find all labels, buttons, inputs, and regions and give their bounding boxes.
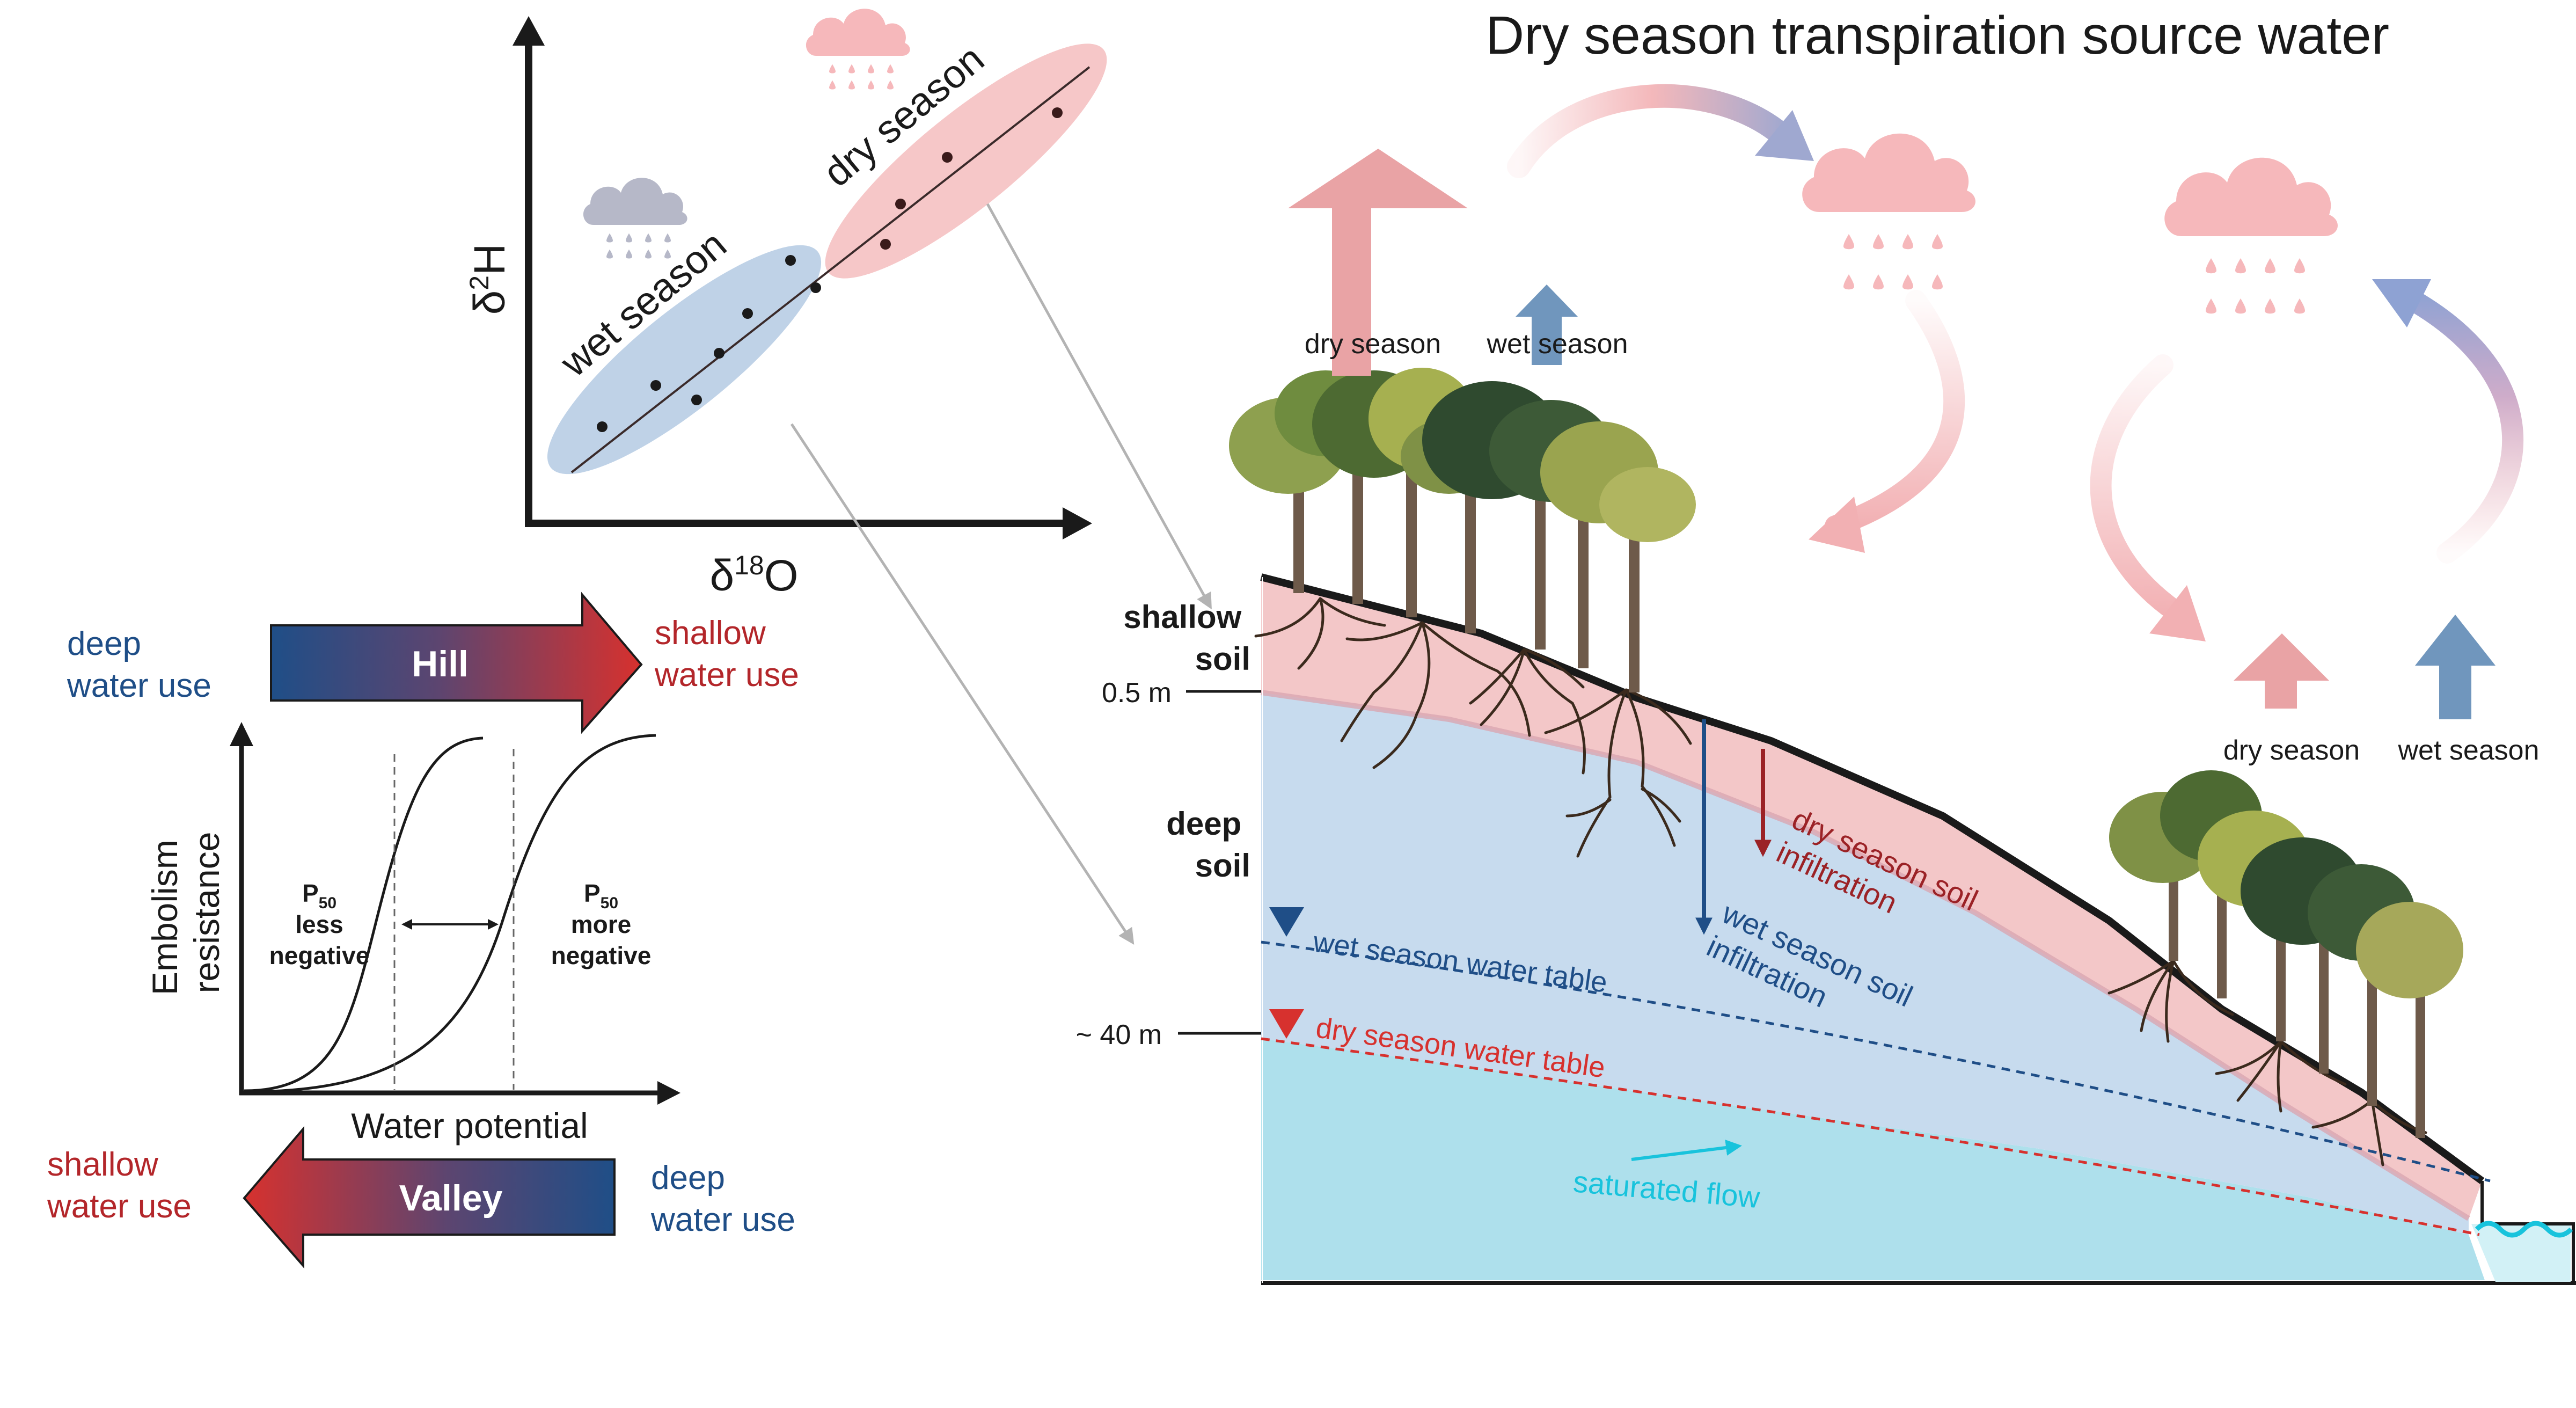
data-point (880, 239, 891, 250)
deep-soil-label: deep soil (1166, 806, 1250, 884)
ground-surface (1260, 573, 2485, 1184)
data-point (1052, 107, 1063, 118)
root-system-hill (1254, 597, 1692, 858)
p50-more-negative-curve (244, 734, 656, 1093)
data-point (650, 380, 661, 391)
wet-water-table-marker-icon (1269, 907, 1304, 937)
dry-season-up-label: dry season (1305, 329, 1441, 360)
hillslope-section: 0.5 m ~ 40 m shallow soil deep soil dry … (1076, 368, 2576, 1285)
valley-right-text: deep water use (650, 1159, 795, 1238)
data-point (742, 308, 753, 319)
figure-title: Dry season transpiration source water (1485, 5, 2389, 65)
data-point (714, 348, 724, 359)
p50-less-negative-curve (244, 736, 484, 1092)
circulation-arrow-top (1507, 84, 1799, 178)
valley-left-text: shallow water use (47, 1146, 192, 1225)
wet-season-water-table-line (1261, 940, 2491, 1183)
circulation-arrow-valley-left (2090, 354, 2195, 628)
stream-water (2471, 1224, 2571, 1282)
svg-text:less: less (295, 910, 343, 938)
data-point (691, 395, 702, 405)
data-point (597, 421, 608, 432)
saturated-flow-arrow (1631, 1140, 1742, 1161)
wet-season-ellipse (547, 245, 822, 475)
data-point (785, 255, 796, 266)
soil-boundary (1261, 690, 2470, 1221)
shallow-soil-label: shallow soil (1123, 599, 1250, 677)
hill-strategy: Hill deep water use shallow water use (67, 592, 799, 734)
transpiration-valley: dry season wet season (2223, 615, 2540, 766)
embolism-y-arrowhead (230, 722, 253, 746)
rain-cloud-valley-icon (2164, 157, 2338, 314)
tree-canopy (1229, 368, 1696, 542)
isotope-x-label: δ18O (709, 550, 798, 600)
zoom-line-lower (790, 423, 1135, 945)
dry-transpiration-arrow-valley (2234, 633, 2329, 709)
wet-transpiration-arrow (1516, 284, 1578, 365)
embolism-y-label: Embolism resistance (145, 830, 226, 995)
circulation-arrowhead-valley-left (2149, 585, 2206, 641)
depth-shallow-label: 0.5 m (1102, 677, 1172, 709)
circulation-arrowhead-top (1755, 110, 1814, 161)
shallow-soil-layer (1261, 577, 2482, 1219)
tree-cluster-hill (1229, 368, 1696, 692)
dry-season-valley-label: dry season (2223, 735, 2360, 766)
hill-arrow (270, 592, 643, 734)
dry-transpiration-arrow (1288, 149, 1468, 376)
svg-text:more: more (571, 910, 631, 938)
y-axis-arrowhead (513, 16, 545, 46)
tree-canopy (2109, 770, 2463, 998)
valley-label: Valley (399, 1178, 503, 1219)
isotope-y-label: δ2H (464, 244, 514, 315)
embolism-x-label: Water potential (351, 1106, 588, 1146)
wet-season-cloud-icon (583, 178, 687, 259)
transpiration-hill: dry season wet season (1288, 149, 1628, 376)
data-point (810, 282, 821, 293)
rain-cloud-icon (1802, 133, 1976, 290)
valley-arrow (243, 1126, 616, 1269)
wet-season-valley-label: wet season (2397, 735, 2539, 766)
wet-transpiration-arrow-valley (2415, 615, 2496, 719)
hill-right-text: shallow water use (654, 615, 799, 694)
deep-soil-layer (1261, 692, 2469, 1235)
hill-label: Hill (412, 644, 469, 684)
stream-wave-icon (2475, 1221, 2573, 1238)
wet-season-up-label: wet season (1486, 329, 1628, 360)
svg-text:negative: negative (551, 942, 652, 969)
dry-season-water-table-line (1261, 1037, 2480, 1236)
circulation-arrow-valley-right (2388, 282, 2524, 564)
isotope-plot: δ2H δ18O wet season dry season (464, 9, 1107, 600)
dry-season-cloud-icon (806, 9, 910, 90)
valley-strategy: Valley shallow water use deep water use (47, 1126, 795, 1269)
x-axis-arrowhead (1063, 507, 1092, 539)
zoom-line-upper (986, 203, 1212, 610)
svg-text:P50: P50 (302, 879, 336, 912)
p50-less-negative-label: P50 less negative (269, 879, 370, 969)
hill-left-text: deep water use (67, 625, 211, 704)
wet-season-points (597, 255, 821, 432)
svg-text:P50: P50 (584, 879, 618, 912)
dry-season-points (880, 107, 1063, 250)
svg-text:negative: negative (269, 942, 370, 969)
tree-cluster-valley (2109, 770, 2463, 1138)
saturated-zone (1261, 1039, 2485, 1280)
data-point (895, 199, 906, 209)
circulation-arrowhead-valley-right (2372, 279, 2431, 327)
depth-deep-label: ~ 40 m (1076, 1019, 1162, 1050)
embolism-plot: Embolism resistance Water potential P50 … (145, 722, 680, 1146)
dry-water-table-marker-icon (1269, 1009, 1304, 1039)
regression-line (570, 66, 1091, 473)
embolism-x-arrowhead (657, 1081, 680, 1105)
p50-more-negative-label: P50 more negative (551, 879, 652, 969)
circulation-arrowhead-down (1809, 497, 1865, 553)
data-point (942, 152, 953, 163)
circulation-arrow-down (1825, 290, 1965, 537)
